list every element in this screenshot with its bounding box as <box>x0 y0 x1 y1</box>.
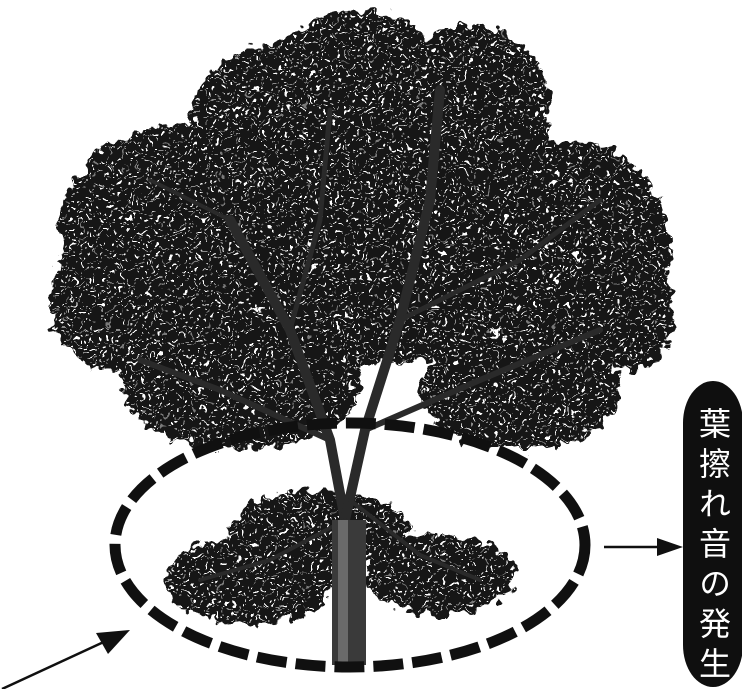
arrow-into-region <box>2 630 130 689</box>
label-text: 葉擦れ音の発生 <box>683 407 742 687</box>
label-badge: 葉擦れ音の発生 <box>683 381 742 687</box>
crown-top <box>285 10 435 110</box>
foliage-bottom-mid <box>230 490 410 570</box>
trunk-highlight <box>338 520 348 665</box>
crown-far-right <box>585 250 675 370</box>
arrow-to-label <box>604 538 683 556</box>
tree-trunk <box>332 520 366 665</box>
